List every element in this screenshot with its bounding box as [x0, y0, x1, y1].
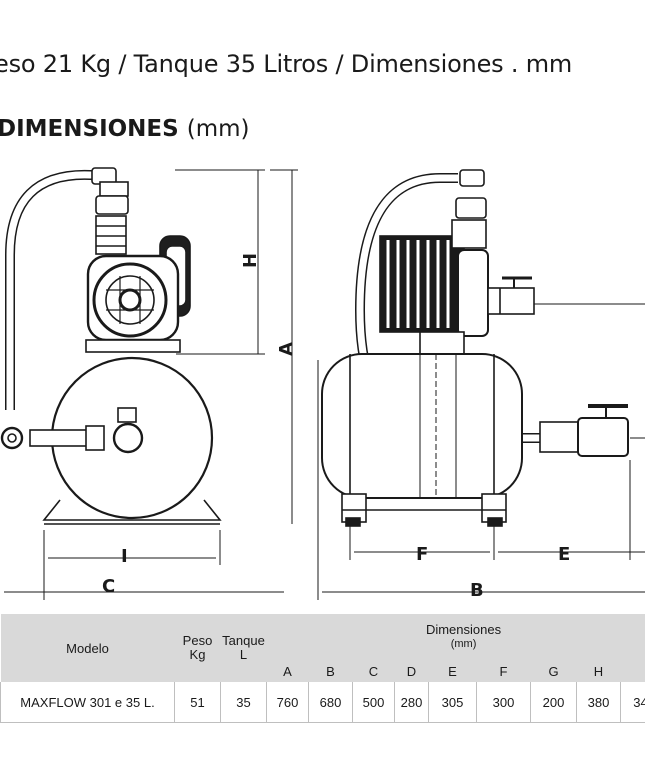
label-a: A [276, 342, 297, 356]
cell-dim-a: 760 [266, 682, 309, 723]
table-row: MAXFLOW 301 e 35 L. 51 35 760 680 500 28… [0, 682, 645, 723]
side-view [317, 169, 645, 600]
cell-model: MAXFLOW 301 e 35 L. [0, 682, 175, 723]
label-b: B [470, 580, 484, 600]
header-dimensions: Dimensiones (mm) [266, 614, 645, 660]
cell-dim-c: 500 [352, 682, 395, 723]
header-weight-label: Peso [182, 633, 213, 648]
cell-dim-f: 300 [476, 682, 531, 723]
front-view [0, 167, 298, 600]
header-model: Modelo [0, 614, 175, 682]
cell-weight: 51 [174, 682, 221, 723]
header-weight-unit: Kg [189, 647, 206, 662]
table-subheader-row: A B C D E F G H [1, 660, 645, 682]
section-title-text: DIMENSIONES [0, 116, 179, 142]
section-title: DIMENSIONES (mm) [0, 116, 249, 142]
dimension-drawing: H A I C F E B [0, 167, 645, 600]
cell-dim-e: 305 [428, 682, 477, 723]
page-heading: eso 21 Kg / Tanque 35 Litros / Dimension… [0, 50, 573, 78]
header-dim-b: B [308, 660, 353, 682]
label-f: F [416, 544, 428, 565]
label-i: I [121, 546, 128, 567]
header-dim-c: C [352, 660, 395, 682]
cell-dim-extra: 34 [620, 682, 645, 723]
cell-dim-d: 280 [394, 682, 429, 723]
cell-dim-b: 680 [308, 682, 353, 723]
specifications-table: Modelo Peso Kg Tanque L Dimensiones (mm)… [0, 614, 645, 723]
header-dim-extra [620, 660, 645, 682]
header-dimensions-unit: (mm) [450, 638, 477, 650]
header-dim-h: H [576, 660, 621, 682]
header-dim-e: E [428, 660, 477, 682]
header-dim-f: F [476, 660, 531, 682]
label-c: C [102, 576, 115, 597]
section-title-unit: (mm) [186, 116, 250, 142]
header-dim-d: D [394, 660, 429, 682]
header-tank-label: Tanque [222, 633, 265, 648]
cell-dim-h: 380 [576, 682, 621, 723]
table-header-row: Modelo Peso Kg Tanque L Dimensiones (mm) [0, 614, 645, 682]
cell-tank: 35 [220, 682, 267, 723]
label-e: E [558, 544, 570, 565]
cell-dim-g: 200 [530, 682, 577, 723]
header-tank-unit: L [239, 647, 248, 662]
header-dim-g: G [530, 660, 577, 682]
label-h: H [240, 253, 261, 268]
header-dimensions-label: Dimensiones [425, 622, 502, 637]
header-dim-a: A [266, 660, 309, 682]
header-weight: Peso Kg [174, 614, 221, 682]
header-tank: Tanque L [220, 614, 267, 682]
